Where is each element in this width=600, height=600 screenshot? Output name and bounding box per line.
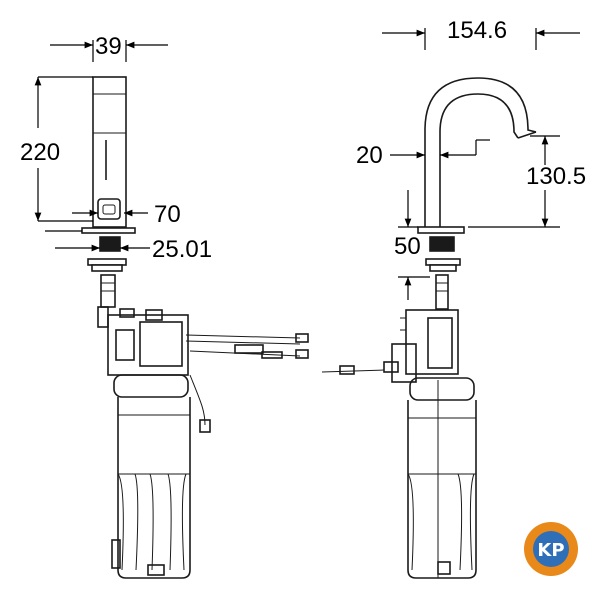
kp-logo: KP (524, 522, 578, 576)
dimension-130-5-label: 130.5 (526, 163, 586, 190)
dimension-220: 220 (20, 76, 93, 222)
dimension-70: 70 (72, 201, 181, 228)
dimension-20: 20 (356, 139, 490, 169)
dimension-70-label: 70 (154, 201, 181, 228)
dimension-25-01: 25.01 (45, 230, 212, 263)
front-view (81, 76, 309, 579)
dimension-154-6: 154.6 (382, 17, 580, 50)
logo-text: KP (537, 540, 564, 561)
dimension-154-6-label: 154.6 (447, 17, 507, 44)
dimension-39-label: 39 (95, 33, 122, 60)
dimension-39: 39 (50, 33, 168, 62)
dimension-220-label: 220 (20, 139, 60, 166)
side-view (321, 77, 537, 579)
dimension-130-5: 130.5 (468, 135, 586, 228)
dimension-50: 50 (394, 190, 430, 300)
dimension-25-01-label: 25.01 (152, 236, 212, 263)
dimension-20-label: 20 (356, 142, 383, 169)
dimension-50-label: 50 (394, 233, 421, 260)
